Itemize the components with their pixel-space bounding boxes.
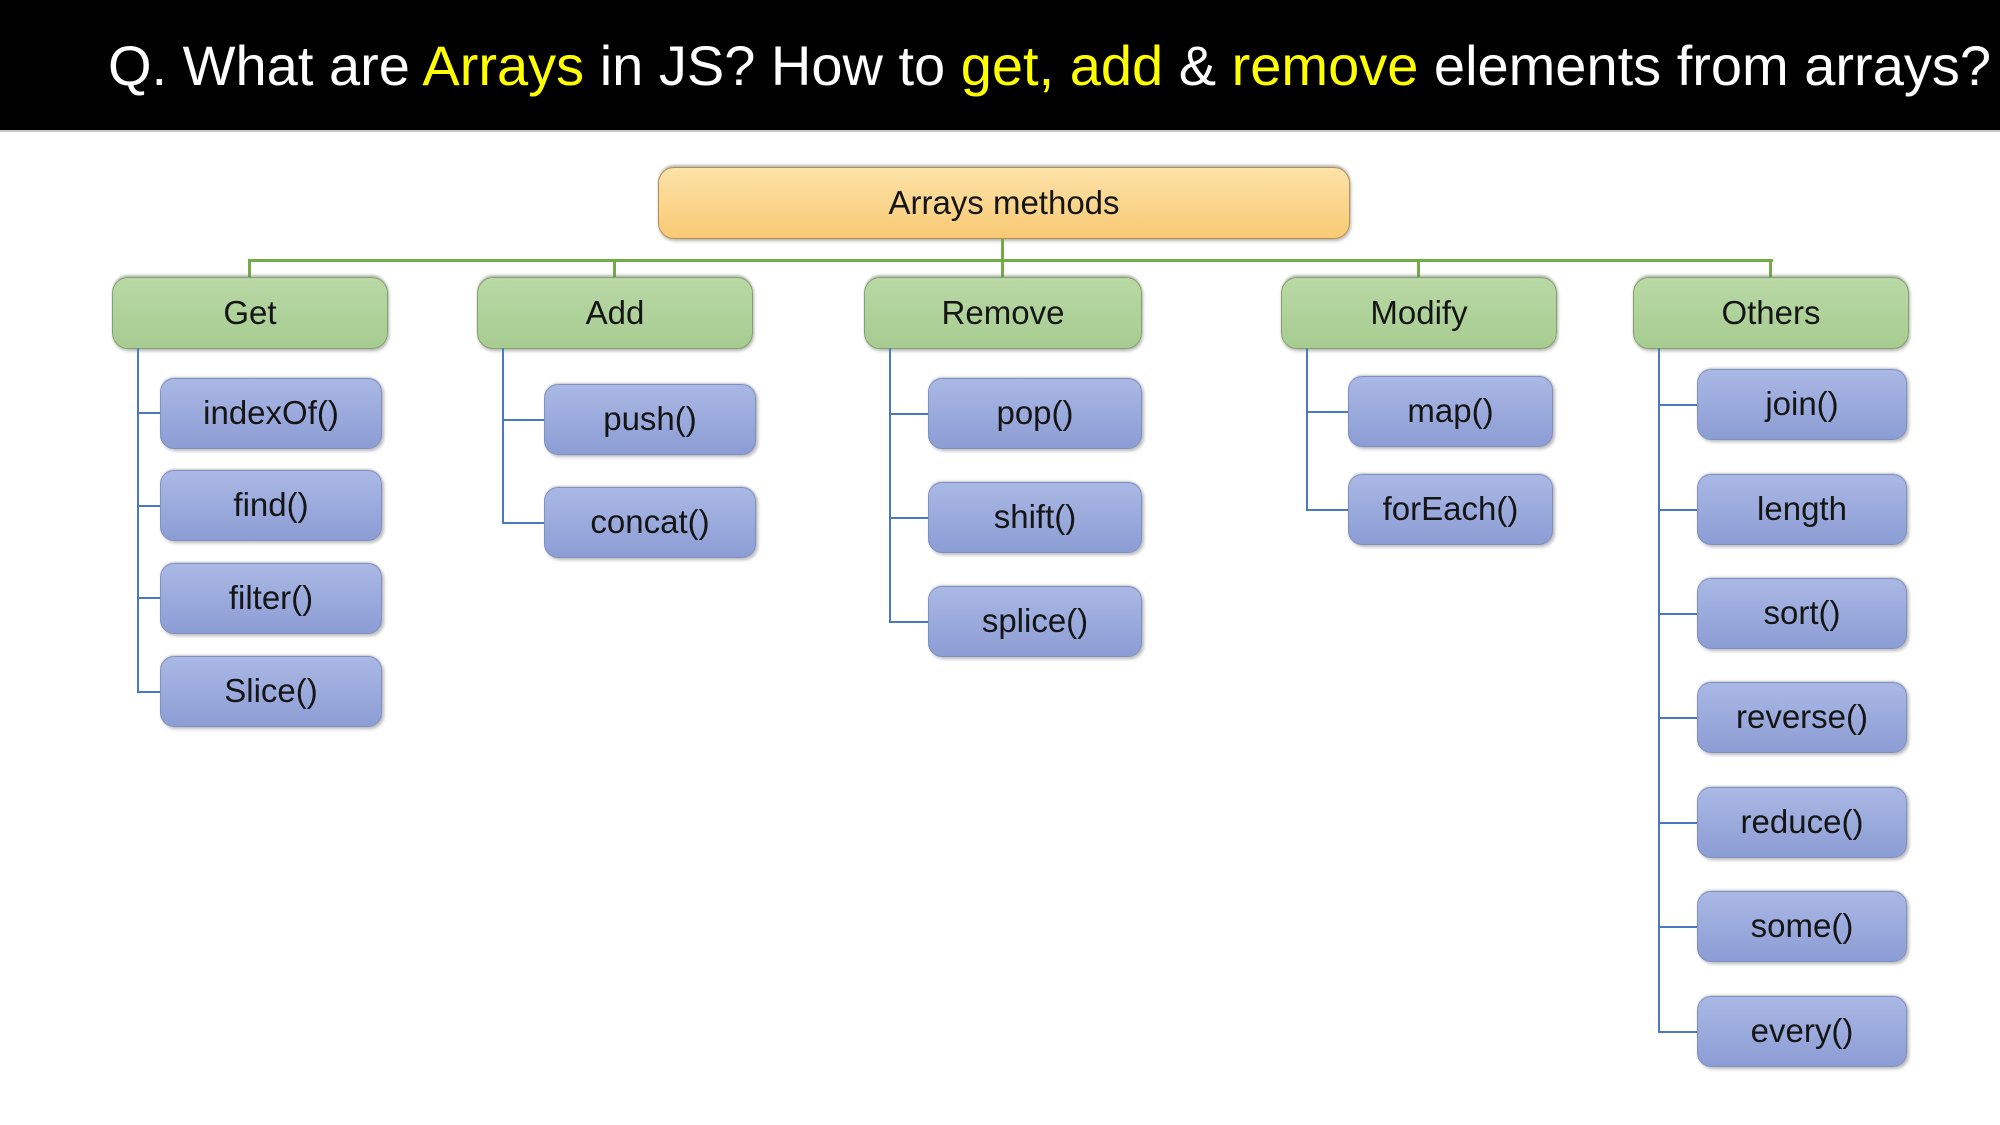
method-node-some: some() xyxy=(1697,891,1907,962)
branch-line-add xyxy=(502,348,504,524)
question-segment xyxy=(1054,34,1070,97)
question-segment: Q. What are xyxy=(108,34,423,97)
method-node-push: push() xyxy=(544,384,756,455)
method-node-shift: shift() xyxy=(928,482,1142,553)
method-node-join: join() xyxy=(1697,369,1907,440)
question-title: Q. What are Arrays in JS? How to get, ad… xyxy=(108,0,1991,132)
method-node-reverse: reverse() xyxy=(1697,682,1907,753)
method-node-slice: Slice() xyxy=(160,656,382,727)
branch-line-remove xyxy=(889,348,891,623)
category-node-others: Others xyxy=(1633,277,1909,349)
question-segment-highlight: add xyxy=(1069,34,1164,97)
branch-stub xyxy=(889,413,928,415)
question-bar: Q. What are Arrays in JS? How to get, ad… xyxy=(0,0,2000,132)
connector-stub-modify xyxy=(1417,262,1420,277)
connector-stub-add xyxy=(613,262,616,277)
question-segment-highlight: get, xyxy=(960,34,1055,97)
question-segment-highlight: Arrays xyxy=(422,34,585,97)
branch-stub xyxy=(1658,613,1697,615)
branch-stub xyxy=(137,691,160,693)
method-node-foreach: forEach() xyxy=(1348,474,1553,545)
question-segment-highlight: remove xyxy=(1231,34,1419,97)
branch-stub xyxy=(889,621,928,623)
method-node-length: length xyxy=(1697,474,1907,545)
branch-line-modify xyxy=(1306,348,1308,511)
method-node-find: find() xyxy=(160,470,382,541)
branch-stub xyxy=(1658,1031,1697,1033)
question-segment: elements from arrays? xyxy=(1418,34,1991,97)
branch-stub xyxy=(1658,404,1697,406)
category-node-modify: Modify xyxy=(1281,277,1557,349)
method-node-sort: sort() xyxy=(1697,578,1907,649)
connector-root-vertical xyxy=(1001,239,1004,261)
method-node-concat: concat() xyxy=(544,487,756,558)
branch-stub xyxy=(502,522,544,524)
branch-stub xyxy=(1658,717,1697,719)
method-node-map: map() xyxy=(1348,376,1553,447)
branch-stub xyxy=(889,517,928,519)
branch-stub xyxy=(1658,822,1697,824)
branch-stub xyxy=(1306,411,1348,413)
connector-stub-others xyxy=(1769,262,1772,277)
root-node-arrays-methods: Arrays methods xyxy=(658,167,1350,239)
method-node-every: every() xyxy=(1697,996,1907,1067)
category-node-get: Get xyxy=(112,277,388,349)
connector-stub-remove xyxy=(1001,262,1004,277)
method-node-indexof: indexOf() xyxy=(160,378,382,449)
category-node-add: Add xyxy=(477,277,753,349)
branch-stub xyxy=(1306,509,1348,511)
branch-stub xyxy=(1658,509,1697,511)
question-segment: & xyxy=(1163,34,1232,97)
method-node-splice: splice() xyxy=(928,586,1142,657)
branch-stub xyxy=(1658,926,1697,928)
branch-stub xyxy=(502,419,544,421)
branch-stub xyxy=(137,597,160,599)
method-node-pop: pop() xyxy=(928,378,1142,449)
connector-horizontal-bar xyxy=(248,259,1773,262)
branch-stub xyxy=(137,412,160,414)
question-segment: in JS? How to xyxy=(584,34,961,97)
diagram-canvas: Arrays methods Get indexOf() find() filt… xyxy=(0,132,2000,1125)
connector-stub-get xyxy=(248,262,251,277)
method-node-reduce: reduce() xyxy=(1697,787,1907,858)
branch-line-others xyxy=(1658,348,1660,1033)
branch-stub xyxy=(137,505,160,507)
method-node-filter: filter() xyxy=(160,563,382,634)
category-node-remove: Remove xyxy=(864,277,1142,349)
branch-line-get xyxy=(137,348,139,693)
